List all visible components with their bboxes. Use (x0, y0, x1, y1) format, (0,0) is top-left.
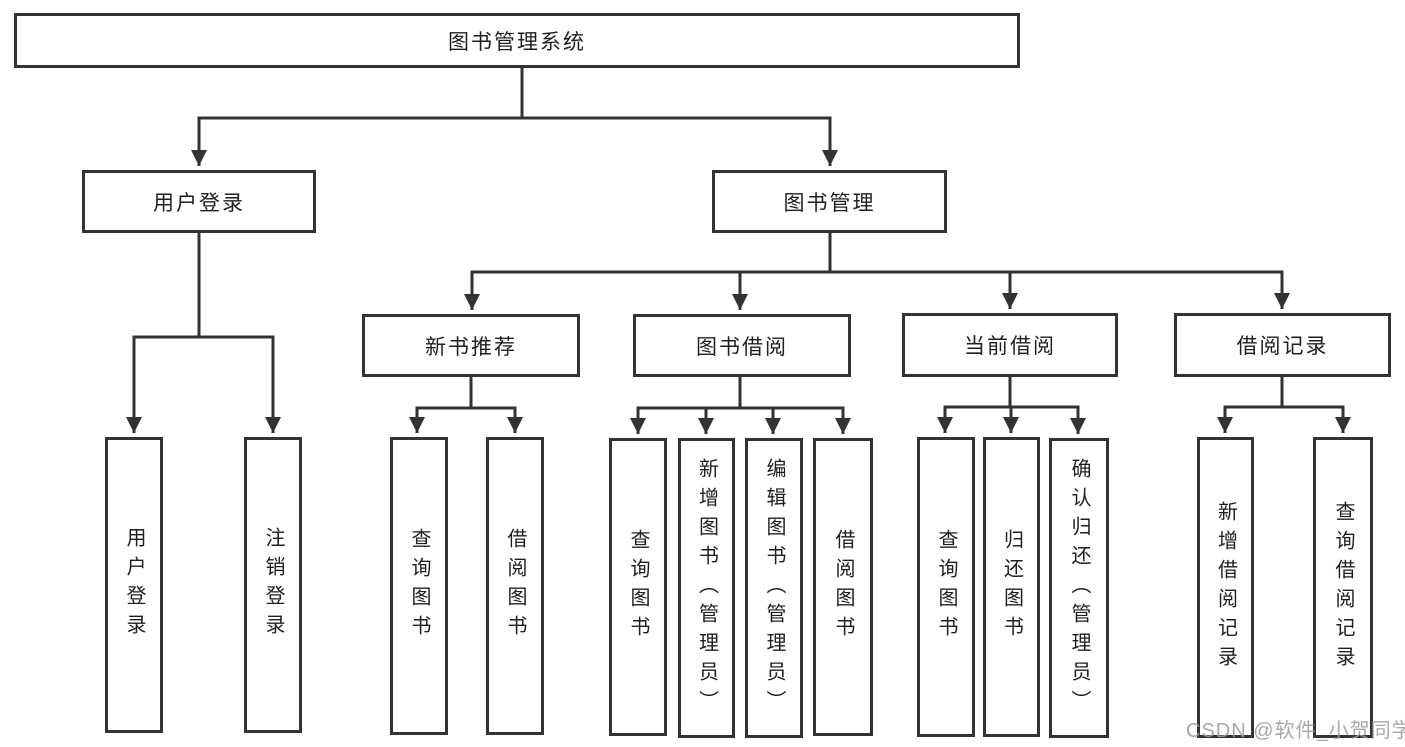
csdn-watermark: CSDN @软件_小贺同学 (1186, 720, 1405, 742)
leaf-br-add-record: 新增借阅记录 (1197, 437, 1254, 738)
leaf-logout: 注销登录 (244, 437, 302, 733)
node-book-management: 图书管理 (712, 170, 947, 233)
leaf-cb-query-books: 查询图书 (917, 437, 975, 737)
connector-borrowing-records-to-leaves (1217, 377, 1351, 433)
connector-book-management-to-level3 (464, 233, 1290, 310)
node-book-borrowing: 图书借阅 (633, 314, 851, 377)
leaf-logout-label: 注销登录 (262, 527, 284, 643)
leaf-cb-confirm-return-admin: 确认归还（管理员） (1049, 438, 1109, 738)
connector-current-borrowing-to-leaves (937, 377, 1086, 434)
node-book-borrowing-label: 图书借阅 (696, 335, 788, 359)
connector-new-book-recommend-to-leaves (409, 377, 523, 433)
leaf-nbr-borrow-books: 借阅图书 (486, 437, 544, 735)
leaf-bb-borrow-books: 借阅图书 (813, 438, 873, 736)
node-borrowing-records-label: 借阅记录 (1236, 335, 1329, 358)
leaf-bb-edit-books-admin: 编辑图书（管理员） (745, 438, 803, 738)
node-book-management-label: 图书管理 (783, 191, 876, 215)
node-user-login-label: 用户登录 (153, 191, 245, 215)
connector-book-borrowing-to-leaves (630, 377, 851, 434)
leaf-nbr-query-books: 查询图书 (390, 437, 448, 735)
node-user-login: 用户登录 (82, 170, 316, 233)
node-current-borrowing-label: 当前借阅 (964, 335, 1056, 358)
leaf-bb-add-books-admin: 新增图书（管理员） (678, 438, 735, 738)
connector-root-to-level2 (191, 68, 838, 166)
leaf-user-login: 用户登录 (105, 437, 163, 733)
connector-user-login-to-leaves (126, 233, 281, 433)
leaf-bb-query-books: 查询图书 (609, 438, 667, 736)
node-new-book-recommend: 新书推荐 (362, 314, 580, 377)
leaf-cb-return-books: 归还图书 (983, 437, 1040, 737)
leaf-br-add-record-label: 新增借阅记录 (1214, 500, 1237, 675)
node-borrowing-records: 借阅记录 (1174, 313, 1391, 377)
leaf-br-query-record: 查询借阅记录 (1313, 437, 1373, 738)
leaf-bb-query-books-label: 查询图书 (627, 529, 649, 645)
leaf-bb-add-books-admin-label: 新增图书（管理员） (695, 457, 718, 719)
leaf-nbr-borrow-books-label: 借阅图书 (504, 528, 526, 644)
leaf-cb-return-books-label: 归还图书 (1000, 529, 1023, 645)
node-root-label: 图书管理系统 (448, 30, 586, 54)
leaf-bb-borrow-books-label: 借阅图书 (832, 529, 854, 645)
leaf-cb-confirm-return-admin-label: 确认归还（管理员） (1068, 457, 1090, 719)
leaf-user-login-label: 用户登录 (123, 527, 145, 643)
leaf-br-query-record-label: 查询借阅记录 (1332, 500, 1354, 675)
leaf-bb-edit-books-admin-label: 编辑图书（管理员） (763, 457, 785, 719)
node-current-borrowing: 当前借阅 (902, 313, 1118, 377)
leaf-nbr-query-books-label: 查询图书 (408, 528, 430, 644)
node-new-book-recommend-label: 新书推荐 (425, 335, 517, 359)
node-root: 图书管理系统 (14, 13, 1020, 68)
leaf-cb-query-books-label: 查询图书 (935, 529, 957, 645)
